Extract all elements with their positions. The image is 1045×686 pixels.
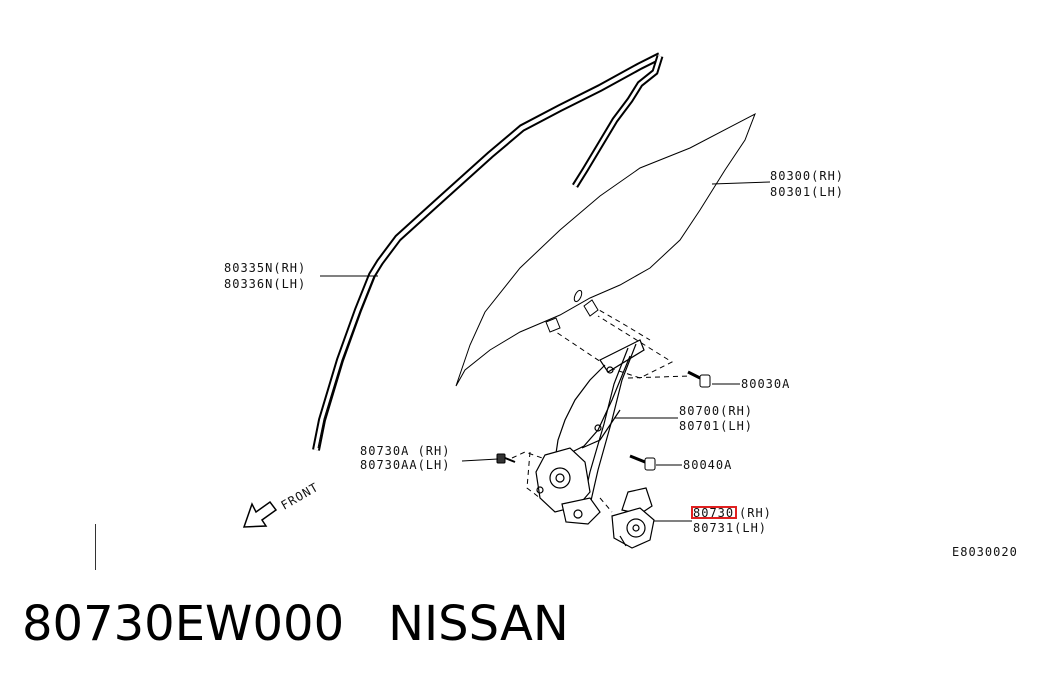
parts-diagram: FRONT 80300(RH) 80301(LH) 80335N(RH) 803… [224, 52, 1018, 559]
door-glass [455, 112, 756, 387]
part-caption: 80730EW000 NISSAN [22, 596, 569, 652]
callout-motor-rh-side: (RH) [739, 506, 772, 520]
callout-motor-bolt-rh: 80730A (RH) [360, 444, 450, 458]
brand-name: NISSAN [388, 596, 569, 652]
glass-clips [545, 299, 599, 333]
callout-motor-bolt-lh: 80730AA(LH) [360, 458, 450, 472]
highlight-box [691, 506, 737, 519]
callout-motor-lh: 80731(LH) [693, 521, 767, 535]
bolt-80040a [629, 454, 656, 471]
divider-line [95, 524, 96, 570]
callout-sash-lh: 80336N(LH) [224, 277, 306, 291]
bolt-80030a [687, 370, 711, 388]
part-number: 80730EW000 [22, 596, 345, 652]
figure-code: E8030020 [952, 545, 1018, 559]
front-label: FRONT [279, 480, 322, 513]
door-sash-channel [312, 52, 664, 451]
callout-bolt-a: 80030A [741, 377, 790, 391]
callout-glass-lh: 80301(LH) [770, 185, 844, 199]
window-regulator [535, 339, 645, 525]
callout-regulator-lh: 80701(LH) [679, 419, 753, 433]
front-arrow-icon [242, 500, 278, 528]
callout-sash-rh: 80335N(RH) [224, 261, 306, 275]
regulator-motor [611, 487, 655, 549]
callout-motor-rh-code[interactable]: 80730 [693, 506, 734, 520]
callout-bolt-b: 80040A [683, 458, 732, 472]
leader-lines [320, 181, 771, 522]
bolt-80730a [496, 453, 516, 464]
callout-glass-rh: 80300(RH) [770, 169, 844, 183]
callout-regulator-rh: 80700(RH) [679, 404, 753, 418]
